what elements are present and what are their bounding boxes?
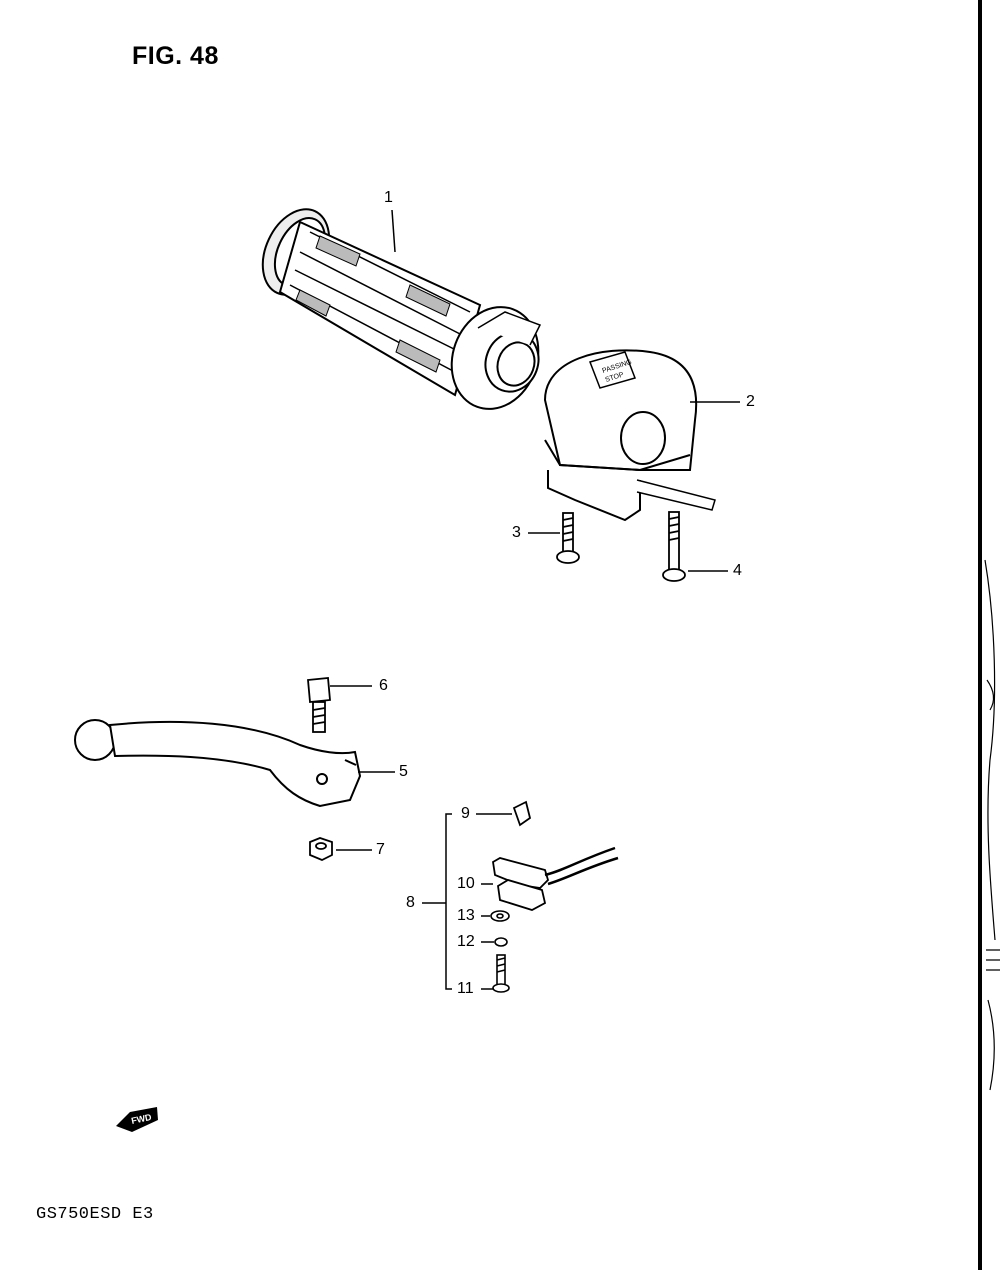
screw-4-drawing [662, 511, 686, 582]
callout-6: 6 [379, 677, 388, 694]
adjacent-figure-fragment [984, 559, 1000, 1091]
washer-13-drawing [490, 910, 510, 922]
callout-4: 4 [733, 562, 742, 579]
callout-11: 11 [457, 980, 474, 997]
callout-1: 1 [384, 189, 393, 206]
callout-10: 10 [457, 875, 475, 892]
figure-title: FIG. 48 [132, 42, 219, 70]
nut-drawing [309, 837, 333, 861]
callout-8: 8 [406, 894, 415, 911]
screw-11-drawing [492, 954, 510, 993]
lockwasher-12-drawing [494, 937, 508, 947]
model-code: GS750ESD E3 [36, 1205, 154, 1224]
screw-3-drawing [556, 512, 580, 564]
page-right-border [978, 0, 982, 1270]
clutch-lever-drawing [74, 719, 362, 808]
fwd-arrow-icon: FWD [116, 1107, 158, 1132]
fwd-label: FWD [130, 1112, 153, 1126]
callout-3: 3 [512, 524, 521, 541]
handlebar-grip-drawing [261, 208, 542, 410]
switch-box-drawing: PASSING STOP [543, 349, 716, 522]
callout-9: 9 [461, 805, 470, 822]
callout-7: 7 [376, 841, 385, 858]
callout-13: 13 [457, 907, 475, 924]
callout-12: 12 [457, 933, 475, 950]
pivot-bolt-drawing [307, 677, 331, 733]
switch-body-drawing [492, 846, 619, 911]
leader-lines [330, 209, 740, 990]
switch-plunger-drawing [512, 800, 532, 827]
callout-5: 5 [399, 763, 408, 780]
callout-2: 2 [746, 393, 755, 410]
